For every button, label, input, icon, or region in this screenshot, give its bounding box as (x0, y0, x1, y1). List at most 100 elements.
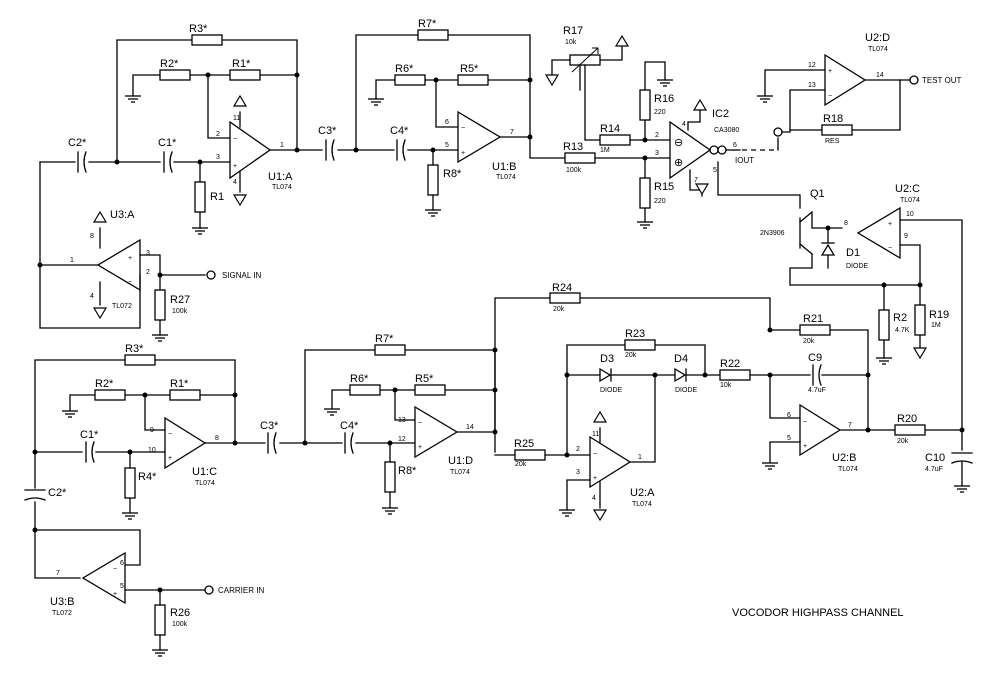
svg-text:+: + (461, 150, 465, 157)
svg-text:+: + (888, 221, 892, 228)
svg-text:20k: 20k (553, 306, 565, 313)
signal-in-port[interactable] (206, 270, 216, 280)
svg-text:12: 12 (398, 436, 406, 443)
r3-top-label: R3* (189, 23, 208, 35)
resistor-r18 (821, 124, 853, 136)
svg-text:TL074: TL074 (272, 184, 292, 191)
capacitor-c4-bottom: C4* (340, 420, 359, 454)
resistor-r4-bottom (124, 467, 136, 499)
r5-bottom-label: R5* (415, 373, 434, 385)
svg-text:2: 2 (576, 446, 580, 453)
rectifier-section: R24 20k R25 20k R23 20k D3 DIODE D4 DIOD… (494, 282, 973, 521)
iout-test-point[interactable] (773, 127, 783, 137)
svg-text:220: 220 (654, 109, 666, 116)
resistor-r21 (799, 324, 831, 336)
svg-text:TL074: TL074 (195, 480, 215, 487)
r5-top-label: R5* (460, 63, 479, 75)
svg-text:11: 11 (233, 115, 240, 122)
svg-text:3: 3 (655, 150, 659, 157)
r2-top-label: R2* (160, 58, 179, 70)
top-filter-chain: C2* C1* R1 R3* R2* R1* − + (37, 18, 962, 342)
svg-text:DIODE: DIODE (846, 263, 869, 270)
capacitor-c4-top: C4* (390, 125, 409, 161)
svg-text:2: 2 (655, 132, 659, 139)
svg-text:14: 14 (466, 424, 474, 431)
r1-top-label: R1* (232, 58, 251, 70)
svg-text:DIODE: DIODE (600, 387, 623, 394)
svg-text:13: 13 (808, 82, 816, 89)
r2-label: R2 (893, 312, 907, 324)
resistor-r5-bottom (414, 384, 446, 396)
r18-label: R18 (823, 113, 843, 125)
svg-text:7: 7 (56, 570, 60, 577)
opamp-u2d: + − 12 13 14 U2:D TL074 (808, 32, 890, 107)
r27-label: R27 (170, 294, 190, 306)
test-out-port[interactable] (909, 75, 919, 85)
svg-text:CA3080: CA3080 (714, 127, 739, 134)
resistor-r1-top (229, 69, 261, 81)
svg-text:−: − (888, 245, 892, 252)
svg-text:4.7uF: 4.7uF (808, 387, 826, 394)
resistor-r3-top (191, 34, 223, 46)
svg-text:3: 3 (146, 250, 150, 257)
svg-text:2N3906: 2N3906 (760, 230, 785, 237)
capacitor-c9: C9 4.7uF (808, 352, 826, 394)
resistor-r7-bottom (374, 344, 406, 356)
u1b-label: U1:B (492, 161, 516, 173)
svg-text:8: 8 (844, 220, 848, 227)
r4-bottom-label: R4* (138, 471, 157, 483)
svg-text:−: − (113, 566, 117, 573)
svg-text:TL074: TL074 (868, 46, 888, 53)
svg-text:TL074: TL074 (450, 469, 470, 476)
transistor-q1: Q1 2N3906 (760, 188, 825, 255)
r8-top-label: R8* (443, 168, 462, 180)
svg-text:−: − (828, 93, 832, 100)
svg-text:10k: 10k (565, 39, 577, 46)
svg-text:4: 4 (682, 121, 686, 128)
carrier-in-port[interactable] (204, 585, 214, 595)
svg-text:4: 4 (90, 293, 94, 300)
test-out-label: TEST OUT (922, 76, 962, 85)
svg-text:10: 10 (148, 447, 156, 454)
r26-label: R26 (170, 607, 190, 619)
ota-ic2: ⊖ ⊕ 2 3 IC2 CA3080 6 5 4 7 (655, 99, 739, 197)
svg-text:2: 2 (216, 131, 220, 138)
svg-text:TL072: TL072 (112, 303, 132, 310)
opamp-u3b: − + 6 5 7 U3:B TL072 (50, 551, 126, 617)
u1d-label: U1:D (448, 455, 473, 467)
capacitor-c10: C10 4.7uF (925, 452, 973, 473)
resistor-r3-bottom (124, 354, 156, 366)
svg-text:20k: 20k (803, 338, 815, 345)
r6-top-label: R6* (395, 63, 414, 75)
svg-text:3: 3 (216, 154, 220, 161)
svg-text:10k: 10k (720, 382, 732, 389)
signal-in-label: SIGNAL IN (222, 271, 261, 280)
c1-bottom-label: C1* (80, 429, 99, 441)
svg-text:+: + (803, 443, 807, 450)
svg-text:TL074: TL074 (838, 466, 858, 473)
c1-top-label: C1* (158, 137, 177, 149)
d1-label: D1 (846, 247, 860, 259)
resistor-r16 (639, 89, 651, 121)
resistor-r22 (719, 369, 751, 381)
svg-text:3: 3 (576, 469, 580, 476)
svg-text:7: 7 (848, 422, 852, 429)
svg-text:−: − (233, 136, 237, 143)
opamp-u2c: + − 8 9 10 U2:C TL074 (844, 183, 920, 260)
carrier-in-label: CARRIER IN (218, 586, 264, 595)
svg-text:20k: 20k (515, 461, 527, 468)
resistor-r8-bottom (384, 461, 396, 493)
svg-text:220: 220 (654, 198, 666, 205)
svg-text:−: − (461, 125, 465, 132)
svg-text:⊕: ⊕ (674, 157, 683, 169)
r8-bottom-label: R8* (398, 465, 417, 477)
svg-text:100k: 100k (566, 167, 582, 174)
svg-text:6: 6 (445, 119, 449, 126)
svg-text:1M: 1M (931, 322, 941, 329)
opamp-u1b: − + 6 5 7 U1:B TL074 (445, 110, 516, 181)
u2b-label: U2:B (832, 452, 856, 464)
svg-text:1M: 1M (600, 147, 610, 154)
r1-label: R1 (210, 191, 224, 203)
svg-text:−: − (418, 420, 422, 427)
